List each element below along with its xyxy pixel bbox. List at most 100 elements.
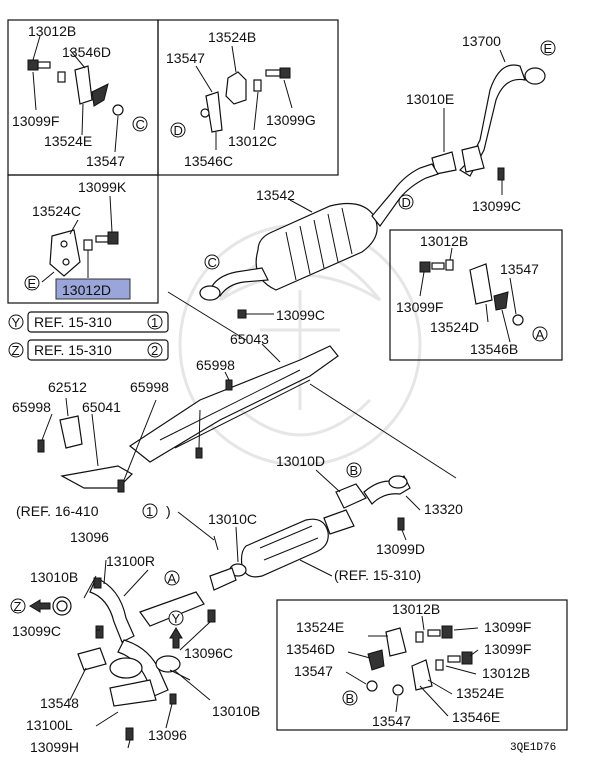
part-label-13546C-inset2: 13546C <box>184 153 233 169</box>
callout-circle-A-manifold <box>164 570 180 586</box>
ref-letter-Z: Z <box>12 343 20 358</box>
exhaust-pipe-13100 <box>52 559 211 749</box>
part-label-65043: 65043 <box>230 331 269 347</box>
ref-label-15-310: (REF. 15-310) <box>334 567 421 583</box>
part-label-65998-right: 65998 <box>130 379 169 395</box>
callout-circle-C-muffler <box>204 254 220 270</box>
callout-letter-B-front: B <box>350 463 359 478</box>
callout-letter-A-inset4: A <box>536 327 545 342</box>
callout-circle-Y-manifold <box>168 610 184 626</box>
part-label-13546B-inset4: 13546B <box>470 341 518 357</box>
part-label-13096-lower: 13096 <box>148 727 187 743</box>
part-label-13099C-muffler: 13099C <box>276 307 325 323</box>
ref-16-close: ) <box>166 503 171 519</box>
part-label-65998-upper: 65998 <box>196 357 235 373</box>
callout-circle-B-front <box>346 462 362 478</box>
ref-16-num: 1 <box>146 504 153 519</box>
part-label-13524C-inset3: 13524C <box>32 203 81 219</box>
inset2-parts <box>195 45 293 150</box>
leader-line-muffler <box>167 291 247 341</box>
part-label-13012B-inset5-top: 13012B <box>392 601 440 617</box>
callout-circle-D-inset2 <box>170 122 186 138</box>
part-label-13547-inset5-bottom: 13547 <box>372 713 411 729</box>
callout-circle-C-inset1 <box>132 116 148 132</box>
part-label-13524D-inset4: 13524D <box>430 319 479 335</box>
ref-num-circle-Y <box>147 314 163 330</box>
tail-pipe-13700 <box>431 49 546 195</box>
part-label-13010E: 13010E <box>406 91 454 107</box>
ref-box-Y <box>27 311 169 333</box>
callout-letter-A-manifold: A <box>168 571 177 586</box>
part-label-13100L: 13100L <box>26 717 73 733</box>
callout-circle-D-muffler <box>398 194 414 210</box>
inset1-parts <box>27 35 124 153</box>
diagram-code: 3QE1D76 <box>510 742 556 754</box>
part-label-13546D-inset5: 13546D <box>286 641 335 657</box>
main-muffler-13542 <box>199 163 439 319</box>
part-label-13524B-inset2: 13524B <box>208 29 256 45</box>
part-label-65041: 65041 <box>82 399 121 415</box>
leader-line-cat <box>309 383 457 479</box>
part-label-13099F-inset5-top: 13099F <box>484 619 531 635</box>
part-label-13524E-inset5: 13524E <box>296 619 344 635</box>
ref-letter-Y: Y <box>12 315 21 330</box>
ref-num-Z: 2 <box>151 343 158 358</box>
part-label-13099F-inset1: 13099F <box>12 113 59 129</box>
ref-16-num-circle <box>142 503 158 519</box>
part-label-13012D-highlighted: 13012D <box>62 282 111 298</box>
callout-circle-E-inset3 <box>24 275 40 291</box>
front-pipe-13320 <box>315 469 421 541</box>
part-label-13100R: 13100R <box>106 553 155 569</box>
callout-circle-B-inset5 <box>342 690 358 706</box>
part-label-13548: 13548 <box>40 695 79 711</box>
part-label-13099C-tail: 13099C <box>472 198 521 214</box>
part-label-13099F-inset4: 13099F <box>396 299 443 315</box>
part-label-13010B-upper: 13010B <box>30 569 78 585</box>
part-label-13096C: 13096C <box>184 645 233 661</box>
part-label-13012C-inset2: 13012C <box>228 133 277 149</box>
heat-protector-65043 <box>128 343 339 463</box>
part-label-13700: 13700 <box>462 33 501 49</box>
ref-label-16-410: (REF. 16-410 <box>16 503 99 519</box>
callout-letter-D-muffler: D <box>402 195 411 210</box>
inset5-parts <box>345 615 479 717</box>
callout-circle-Z-manifold <box>10 598 26 614</box>
inset4-parts <box>419 247 524 343</box>
part-label-13099F-inset5-mid: 13099F <box>484 641 531 657</box>
ref-box-Z <box>27 339 169 361</box>
part-label-13099G-inset2: 13099G <box>266 112 316 128</box>
inset-frame-mid-top <box>157 19 339 176</box>
catalytic-converter <box>179 518 329 651</box>
part-label-13012B-inset4: 13012B <box>420 233 468 249</box>
leader-line-ref15 <box>299 559 333 577</box>
callout-letter-E-inset3: E <box>28 276 37 291</box>
inset3-parts <box>41 195 119 283</box>
heat-protector-65041 <box>37 397 157 493</box>
ref-circle-Y <box>8 314 24 330</box>
callout-circle-A-inset4 <box>532 326 548 342</box>
leader-line-ref16 <box>177 511 215 541</box>
part-label-13010D: 13010D <box>276 453 325 469</box>
highlighted-part-13012D-box <box>55 278 131 300</box>
part-label-13099D: 13099D <box>376 541 425 557</box>
arrow-left-icon <box>29 599 51 613</box>
part-label-13320: 13320 <box>424 501 463 517</box>
part-label-13099H: 13099H <box>30 739 79 755</box>
ref-num-circle-Z <box>147 342 163 358</box>
ref-circle-Z <box>8 342 24 358</box>
part-label-13096-upper: 13096 <box>70 529 109 545</box>
part-label-62512: 62512 <box>48 379 87 395</box>
ref-text-Y: REF. 15-310 <box>34 314 112 330</box>
callout-letter-Z-manifold: Z <box>14 599 22 614</box>
callout-circle-E-tail <box>540 40 556 56</box>
inset-frame-right <box>389 229 563 361</box>
part-label-13542: 13542 <box>256 187 295 203</box>
ref-num-Y: 1 <box>151 315 158 330</box>
part-label-13546E-inset5: 13546E <box>452 709 500 725</box>
inset-frame-left-bottom <box>7 174 159 304</box>
part-label-13547-inset1: 13547 <box>86 153 125 169</box>
callout-letter-B-inset5: B <box>346 691 355 706</box>
part-label-13012B-inset5-right: 13012B <box>482 665 530 681</box>
callout-letter-E-tail: E <box>544 41 553 56</box>
